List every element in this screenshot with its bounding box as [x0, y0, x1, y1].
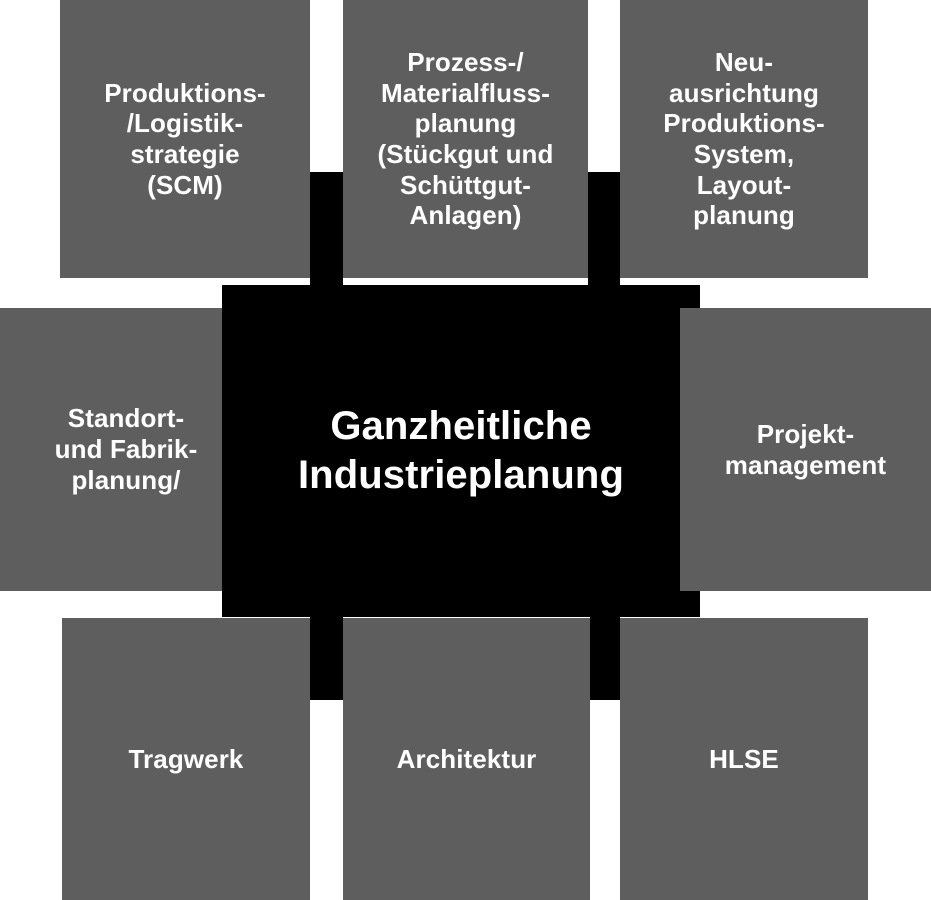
node-label-line: Anlagen) [409, 200, 522, 231]
core-label: Ganzheitliche Industrieplanung [298, 402, 624, 500]
node-label-line: planung/ [71, 464, 181, 495]
node-label-line: Projekt- [756, 418, 855, 449]
node-label-line: planung [693, 200, 795, 231]
connector-arm-top-left [310, 172, 343, 292]
node-label-line: (Stückgut und [377, 139, 554, 169]
core-node-ganzheitliche-industrieplanung[interactable]: Ganzheitliche Industrieplanung [222, 285, 700, 617]
node-label-line: Standort- [67, 403, 185, 434]
node-label-line: Produktions- [104, 77, 266, 108]
node-tragwerk[interactable]: Tragwerk [62, 618, 310, 900]
node-hlse[interactable]: HLSE [620, 618, 868, 900]
node-label-line: Schüttgut- [400, 169, 531, 200]
node-label-line: /Logistik- [126, 108, 244, 139]
node-label-line: HLSE [709, 743, 779, 774]
node-label-line: management [724, 449, 887, 480]
node-label-line: und Fabrik- [54, 434, 198, 465]
node-label-line: (SCM) [147, 169, 223, 200]
node-label-line: Architektur [396, 743, 537, 774]
node-label-line: ausrichtung [669, 77, 819, 108]
node-label-line: Produktions- [663, 108, 825, 139]
node-standort-und-fabrikplanung[interactable]: Standort- und Fabrik- planung/ [0, 308, 252, 591]
node-label: HLSE [709, 744, 779, 775]
node-prozess-materialflussplanung[interactable]: Prozess-/ Materialfluss- planung (Stückg… [343, 0, 588, 278]
node-label-line: planung [414, 108, 517, 139]
node-label-line: Materialfluss- [380, 77, 550, 108]
node-label: Neu- ausrichtung Produktions- System, La… [663, 47, 825, 231]
node-label: Tragwerk [129, 744, 244, 775]
node-label: Produktions- /Logistik- strategie (SCM) [104, 78, 266, 201]
node-neuausrichtung-produktionssystem[interactable]: Neu- ausrichtung Produktions- System, La… [620, 0, 868, 278]
node-produktions-logistikstrategie[interactable]: Produktions- /Logistik- strategie (SCM) [60, 0, 310, 278]
core-label-line: Ganzheitliche [330, 404, 592, 449]
connector-arm-bottom-right [590, 610, 620, 700]
node-label-line: Tragwerk [128, 743, 244, 774]
core-label-line: Industrieplanung [297, 453, 625, 497]
node-label-line: strategie [130, 139, 240, 169]
node-label: Architektur [397, 744, 537, 775]
node-label: Projekt- management [725, 419, 886, 480]
node-label: Prozess-/ Materialfluss- planung (Stückg… [377, 47, 553, 231]
connector-arm-bottom-left [310, 610, 343, 700]
node-label-line: Prozess-/ [407, 46, 524, 77]
node-projektmanagement[interactable]: Projekt- management [680, 308, 931, 591]
node-architektur[interactable]: Architektur [343, 618, 590, 900]
node-label-line: Layout- [696, 169, 792, 200]
node-label-line: Neu- [714, 46, 774, 77]
connector-arm-top-right [588, 172, 620, 292]
node-label-line: System, [693, 139, 795, 169]
node-label: Standort- und Fabrik- planung/ [55, 403, 198, 495]
